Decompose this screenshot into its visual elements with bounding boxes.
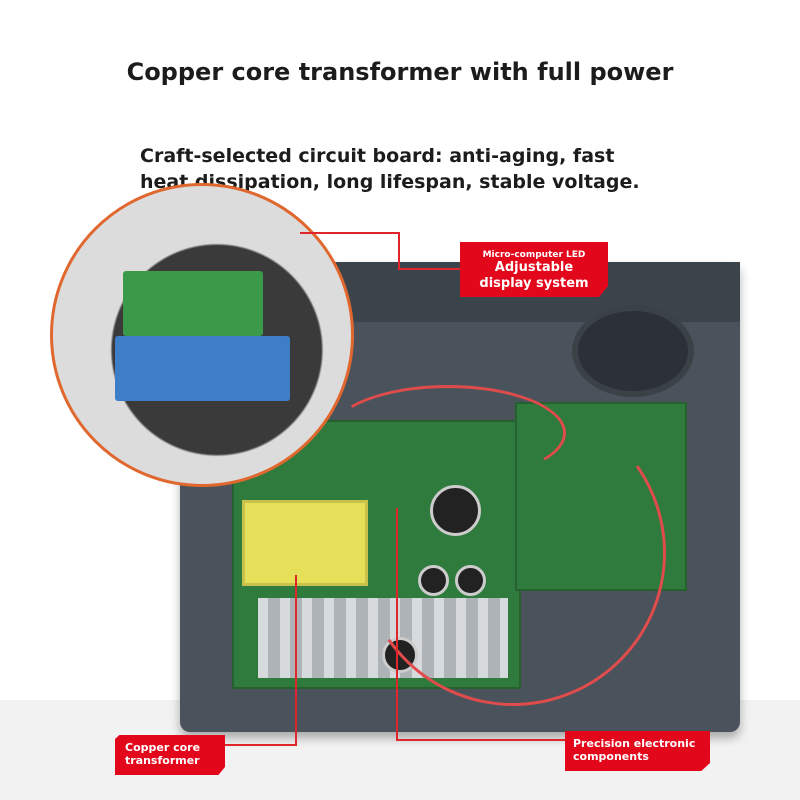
- callout-text: Copper core: [125, 741, 201, 754]
- display-pcb-green: [123, 271, 263, 336]
- callout-text: display system: [479, 276, 589, 291]
- capacitor: [430, 485, 481, 536]
- callout-display-system: Micro-computer LED Adjustable display sy…: [460, 242, 608, 297]
- callout-components: Precision electronic components: [565, 731, 710, 771]
- callout-line: [396, 739, 566, 741]
- page-title: Copper core transformer with full power: [126, 58, 674, 86]
- callout-line: [396, 508, 398, 740]
- callout-line: [398, 268, 460, 270]
- callout-text: components: [573, 750, 649, 763]
- capacitor: [455, 565, 486, 596]
- callout-text: Adjustable: [494, 260, 574, 275]
- capacitor: [382, 637, 418, 673]
- display-pcb-blue: [115, 336, 290, 401]
- callout-small-text: Micro-computer LED: [482, 250, 586, 260]
- capacitor: [418, 565, 449, 596]
- subtitle-line-1: Craft-selected circuit board: anti-aging…: [140, 145, 615, 167]
- transformer: [242, 500, 368, 586]
- heatsink: [258, 598, 508, 678]
- display-board-inset: [50, 183, 354, 487]
- callout-text: Precision electronic: [573, 737, 696, 750]
- callout-line: [398, 232, 400, 270]
- callout-transformer: Copper core transformer: [115, 735, 225, 775]
- callout-line: [225, 744, 297, 746]
- callout-line: [295, 575, 297, 745]
- callout-text: transformer: [125, 754, 200, 767]
- callout-line: [300, 232, 400, 234]
- subtitle-line-2: heat dissipation, long lifespan, stable …: [140, 171, 640, 193]
- subtitle: Craft-selected circuit board: anti-aging…: [140, 143, 640, 195]
- knob-hole: [572, 305, 694, 397]
- red-wire: [330, 385, 566, 481]
